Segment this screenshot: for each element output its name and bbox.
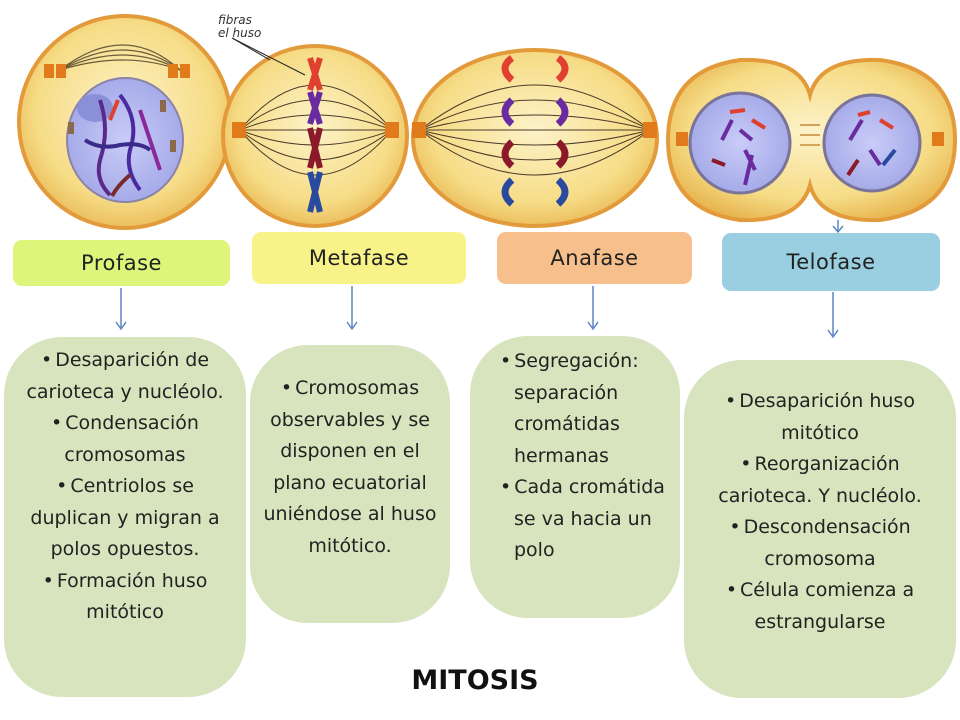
- phase-label-profase: Profase: [13, 240, 230, 286]
- list-item: •Célula comienza a estrangularse: [725, 579, 915, 633]
- spindle-label-line-2: el huso: [218, 26, 262, 40]
- metafase-description: •Cromosomas observables y se disponen en…: [250, 345, 450, 623]
- anaphase-cell: [411, 48, 659, 228]
- profase-description: •Desaparición de carioteca y nucléolo. •…: [4, 337, 246, 697]
- list-item: •Centriolos se duplican y migran a polos…: [30, 475, 220, 560]
- list-item: •Descondensación cromosoma: [729, 516, 911, 570]
- telophase-cell: [665, 57, 958, 234]
- centriole-icon: [676, 132, 688, 146]
- list-item: •Reorganización carioteca. Y nucléolo.: [718, 453, 922, 507]
- centriole-icon: [44, 64, 66, 78]
- list-item: •Desaparición huso mitótico: [725, 390, 915, 444]
- phase-label-metafase: Metafase: [252, 232, 466, 284]
- spindle-fibers-label: fibras el huso: [218, 14, 261, 40]
- centriole-icon: [232, 122, 246, 138]
- list-item: •Cada cromátida se va hacia un polo: [500, 476, 665, 561]
- list-item: •Cromosomas observables y se disponen en…: [263, 377, 437, 557]
- phase-label-anafase: Anafase: [497, 232, 692, 284]
- centriole-icon: [385, 122, 399, 138]
- phase-label-telofase: Telofase: [722, 233, 940, 291]
- arrow-down-icon: [587, 286, 599, 331]
- list-item: •Formación huso mitótico: [42, 569, 208, 624]
- list-item: •Segregación: separación cromátidas herm…: [500, 350, 639, 467]
- list-item: •Desaparición de carioteca y nucléolo.: [26, 349, 224, 403]
- centriole-icon: [168, 64, 190, 78]
- spindle-label-line-1: fibras: [218, 13, 252, 27]
- metaphase-cell: [221, 37, 409, 228]
- centriole-icon: [932, 132, 944, 146]
- telofase-description: •Desaparición huso mitótico •Reorganizac…: [684, 360, 956, 698]
- anafase-description: •Segregación: separación cromátidas herm…: [470, 336, 680, 618]
- centriole-icon: [412, 122, 426, 138]
- list-item: •Condensación cromosomas: [51, 412, 199, 466]
- arrow-down-icon: [115, 288, 127, 331]
- mitosis-cell-illustrations: [17, 14, 958, 234]
- arrow-down-icon: [346, 286, 358, 331]
- diagram-title: MITOSIS: [411, 665, 539, 696]
- prophase-cell: [17, 14, 233, 230]
- arrow-down-icon: [827, 292, 839, 339]
- centriole-icon: [643, 122, 657, 138]
